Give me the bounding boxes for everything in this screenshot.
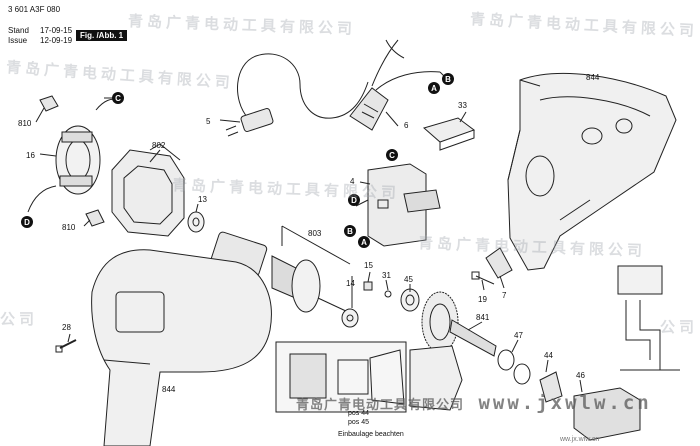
gearbox-inset	[275, 341, 407, 413]
chuck-46	[573, 387, 641, 441]
label-31: 31	[382, 271, 391, 280]
label-6: 6	[404, 121, 409, 130]
connector-a-top: A	[428, 82, 440, 94]
svg-text:A: A	[361, 238, 367, 247]
carbon-brush-bottom	[85, 209, 105, 227]
svg-text:C: C	[389, 151, 395, 160]
label-13: 13	[198, 195, 207, 204]
ball-31	[384, 290, 392, 298]
housing-right	[507, 72, 677, 271]
label-844-top: 844	[586, 73, 600, 82]
fan-13	[187, 211, 205, 233]
label-19: 19	[478, 295, 487, 304]
label-810-bottom: 810	[62, 223, 76, 232]
svg-text:C: C	[115, 94, 121, 103]
part-7	[485, 247, 513, 279]
figure-label: Fig. /Abb. 1	[76, 30, 128, 41]
caption-install-note: Einbaulage beachten	[338, 431, 404, 438]
connector-a-switch: A	[358, 236, 370, 248]
svg-text:D: D	[24, 218, 30, 227]
label-46: 46	[576, 371, 585, 380]
connector-c-top: C	[104, 92, 124, 104]
leader-lines	[35, 79, 583, 393]
issue-label: Issue	[8, 36, 28, 45]
wiring-inset	[617, 265, 680, 371]
bearing-14	[341, 308, 359, 328]
spring-44	[539, 371, 563, 403]
svg-text:B: B	[445, 75, 451, 84]
ring-47	[497, 349, 531, 385]
label-5: 5	[206, 117, 211, 126]
chuck-detail	[409, 345, 463, 411]
label-7: 7	[502, 291, 507, 300]
part-15	[363, 281, 373, 291]
label-16: 16	[26, 151, 35, 160]
stand-value: 17-09-15	[40, 26, 73, 35]
watermark-url-prefix: 青岛广青电动工具有限公司	[296, 398, 465, 413]
stator	[111, 143, 185, 237]
caption-pos44: pos 44	[348, 410, 370, 417]
connector-b-top: B	[439, 71, 454, 85]
screw-28	[55, 339, 77, 353]
connector-d-left: D	[21, 216, 33, 228]
label-810-top: 810	[18, 119, 32, 128]
power-cable	[225, 53, 369, 137]
issue-value: 12-09-19	[40, 36, 73, 45]
label-802: 802	[152, 141, 166, 150]
label-45: 45	[404, 275, 413, 284]
switch	[355, 163, 441, 247]
svg-text:B: B	[347, 227, 353, 236]
screw-19	[471, 271, 495, 285]
label-28: 28	[62, 323, 71, 332]
bearing-45	[400, 288, 420, 312]
label-841: 841	[476, 313, 490, 322]
watermark-url: 青岛广青电动工具有限公司 www.jxwlw.cn	[296, 392, 652, 414]
brush-holder	[27, 98, 117, 213]
label-47: 47	[514, 331, 523, 340]
watermark-url-text: www.jxwlw.cn	[478, 392, 652, 414]
svg-text:A: A	[431, 84, 437, 93]
housing-left	[91, 249, 272, 446]
connector-d-switch: D	[348, 194, 360, 206]
label-14: 14	[346, 279, 355, 288]
carbon-brush-top	[39, 95, 59, 112]
svg-text:D: D	[351, 196, 357, 205]
label-15: 15	[364, 261, 373, 270]
part-33	[422, 117, 476, 151]
label-33: 33	[458, 101, 467, 110]
part-number: 3 601 A3F 080	[8, 5, 61, 14]
gear-841	[421, 291, 497, 357]
label-844-bottom: 844	[162, 385, 176, 394]
label-44: 44	[544, 351, 553, 360]
cable-sleeve	[349, 39, 441, 131]
connector-b-switch: B	[344, 225, 356, 237]
caption-pos45: pos 45	[348, 419, 370, 426]
label-803: 803	[308, 229, 322, 238]
watermark-bottom-fragment: ww.jx.wlw.cn	[560, 436, 600, 443]
connector-c-switch: C	[386, 149, 398, 161]
label-4: 4	[350, 177, 355, 186]
stand-label: Stand	[8, 26, 29, 35]
